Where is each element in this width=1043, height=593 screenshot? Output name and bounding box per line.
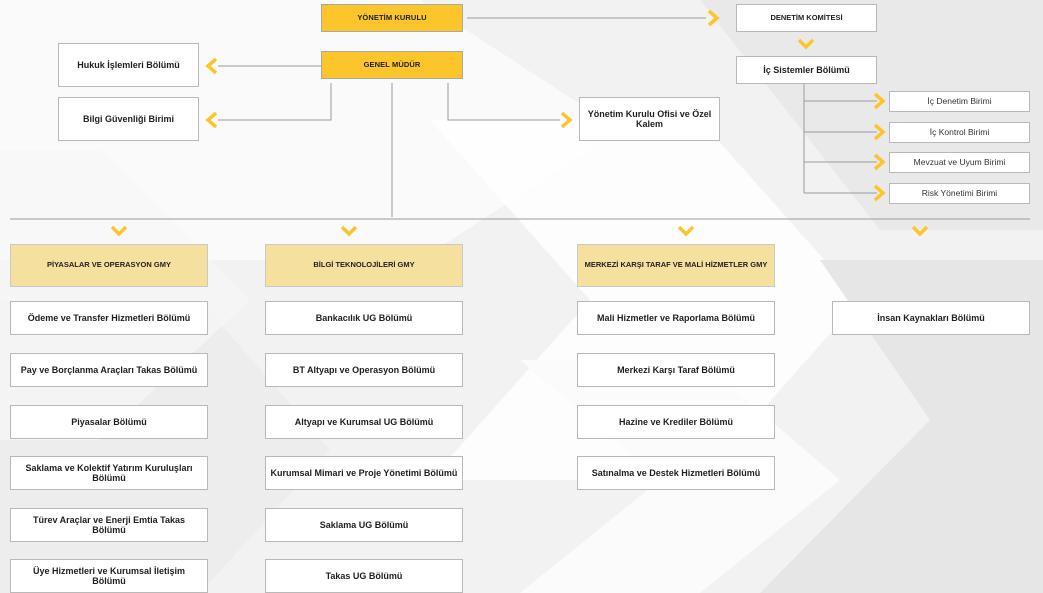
compliance-unit[interactable]: Mevzuat ve Uyum Birimi: [889, 152, 1030, 173]
markets-dept-box[interactable]: Pay ve Borçlanma Araçları Takas Bölümü: [10, 353, 208, 387]
it-dept-box[interactable]: Altyapı ve Kurumsal UG Bölümü: [265, 405, 463, 439]
chevron-right-icon: [871, 92, 889, 110]
it-dept-box[interactable]: BT Altyapı ve Operasyon Bölümü: [265, 353, 463, 387]
legal-dept-box[interactable]: Hukuk İşlemleri Bölümü: [58, 43, 199, 87]
gmy-markets-box[interactable]: PİYASALAR VE OPERASYON GMY: [10, 244, 208, 287]
chevron-down-icon: [110, 222, 128, 240]
chevron-right-icon: [558, 111, 576, 129]
markets-dept-box[interactable]: Üye Hizmetleri ve Kurumsal İletişim Bölü…: [10, 559, 208, 593]
chevron-right-icon: [871, 123, 889, 141]
markets-dept-box[interactable]: Piyasalar Bölümü: [10, 405, 208, 439]
markets-dept-box[interactable]: Saklama ve Kolektif Yatırım Kuruluşları …: [10, 456, 208, 490]
risk-management-unit[interactable]: Risk Yönetimi Birimi: [889, 183, 1030, 204]
ccp-dept-box[interactable]: Hazine ve Krediler Bölümü: [577, 405, 775, 439]
ccp-dept-box[interactable]: Merkezi Karşı Taraf Bölümü: [577, 353, 775, 387]
internal-audit-unit[interactable]: İç Denetim Birimi: [889, 91, 1030, 112]
markets-dept-box[interactable]: Ödeme ve Transfer Hizmetleri Bölümü: [10, 301, 208, 335]
markets-dept-box[interactable]: Türev Araçlar ve Enerji Emtia Takas Bölü…: [10, 508, 208, 542]
chevron-right-icon: [705, 9, 723, 27]
board-box[interactable]: YÖNETİM KURULU: [321, 4, 463, 32]
infosec-unit-box[interactable]: Bilgi Güvenliği Birimi: [58, 97, 199, 141]
gmy-it-box[interactable]: BİLGİ TEKNOLOJİLERİ GMY: [265, 244, 463, 287]
chevron-right-icon: [871, 153, 889, 171]
it-dept-box[interactable]: Bankacılık UG Bölümü: [265, 301, 463, 335]
ccp-dept-box[interactable]: Mali Hizmetler ve Raporlama Bölümü: [577, 301, 775, 335]
it-dept-box[interactable]: Saklama UG Bölümü: [265, 508, 463, 542]
internal-control-unit[interactable]: İç Kontrol Birimi: [889, 122, 1030, 143]
gmy-ccp-box[interactable]: MERKEZİ KARŞI TARAF VE MALİ HİZMETLER GM…: [577, 244, 775, 287]
general-manager-box[interactable]: GENEL MÜDÜR: [321, 51, 463, 79]
ccp-dept-box[interactable]: Satınalma ve Destek Hizmetleri Bölümü: [577, 456, 775, 490]
chevron-right-icon: [871, 184, 889, 202]
audit-committee-box[interactable]: DENETİM KOMİTESİ: [736, 4, 877, 32]
chevron-left-icon: [203, 57, 221, 75]
chevron-down-icon: [911, 222, 929, 240]
internal-systems-box[interactable]: İç Sistemler Bölümü: [736, 56, 877, 84]
it-dept-box[interactable]: Kurumsal Mimari ve Proje Yönetimi Bölümü: [265, 456, 463, 490]
chevron-down-icon: [677, 222, 695, 240]
board-office-box[interactable]: Yönetim Kurulu Ofisi ve Özel Kalem: [579, 97, 720, 141]
it-dept-box[interactable]: Takas UG Bölümü: [265, 559, 463, 593]
chevron-down-icon: [797, 35, 815, 53]
chevron-down-icon: [340, 222, 358, 240]
hr-dept-box[interactable]: İnsan Kaynakları Bölümü: [832, 301, 1030, 335]
chevron-left-icon: [203, 111, 221, 129]
